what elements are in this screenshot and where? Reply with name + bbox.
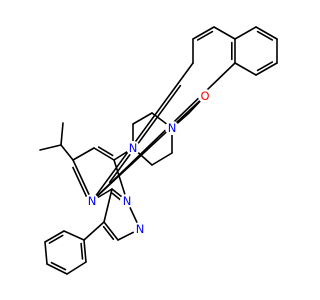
atom-bridgehead-n: N (120, 194, 134, 208)
atom-label-nitrogen-bridgehead: N (123, 194, 132, 208)
bond-n1-n2 (213, 26, 236, 40)
bond-c5-n4-second (72, 166, 88, 197)
bond-ph2-ph3 (66, 261, 87, 275)
atom-label-nitrogen-pyrazole: N (136, 222, 145, 236)
bond-ph5-ph6 (44, 230, 65, 243)
atom-piperazine-n-bottom: N (126, 141, 140, 155)
bond-ph1-ph2 (83, 239, 87, 263)
molecule-canvas: O N N N N N (39, 26, 278, 275)
bond-layer (39, 26, 278, 275)
bond-iCH-iMe1 (39, 144, 62, 151)
bond-c3-c2 (103, 221, 119, 241)
bond-n4-n5 (91, 62, 194, 202)
atom-oxygen: O (198, 89, 212, 103)
bond-n1b-c7 (113, 159, 128, 202)
atom-label-nitrogen-pyrimidine: N (88, 194, 97, 208)
bond-c7-c6-second (97, 146, 114, 157)
bond-n4-o1 (91, 95, 206, 202)
bond-ph3-ph4 (46, 263, 68, 275)
bond-c3a-c3 (103, 188, 113, 223)
atom-pyrazole-n: N (133, 222, 147, 236)
bond-ph3-ph4-second (50, 261, 67, 271)
bond-c7-c6 (93, 147, 115, 161)
bond-n9-n10-second (256, 61, 274, 72)
bond-n7-n8-second (256, 30, 274, 41)
bond-c3-c2-second (102, 225, 115, 241)
bond-pC5-pC6 (132, 112, 153, 125)
atom-label-nitrogen-piperazine-bottom: N (129, 141, 138, 155)
bond-c3-ph1 (83, 221, 105, 241)
bond-ph1-ph2-second (80, 242, 84, 260)
bond-c5-iCH (60, 144, 74, 161)
atom-label-nitrogen-piperazine-top: N (168, 121, 177, 135)
bond-c6-c5 (72, 147, 95, 161)
atom-label-layer: O N N N N N (85, 89, 212, 236)
bond-c5-n4 (72, 159, 93, 202)
bond-n6-n1 (192, 26, 215, 40)
atom-pyrimidine-n: N (85, 194, 99, 208)
bond-n10-n3 (234, 62, 257, 76)
bond-iCH-iMe2 (60, 122, 64, 146)
bond-pC2-pC3 (151, 152, 173, 166)
bond-ph6-ph1 (63, 230, 85, 241)
bond-n4-n5-second (108, 84, 182, 183)
bond-ph4-ph5 (44, 241, 48, 265)
bond-n9-n10 (255, 62, 278, 76)
bond-n2-n7 (234, 26, 257, 40)
bond-ph5-ph6-second (48, 234, 64, 244)
bond-n7-n8 (255, 26, 278, 40)
atom-piperazine-n-top: N (165, 121, 179, 135)
atom-label-oxygen: O (200, 89, 209, 103)
bond-n6-n1-second (196, 30, 214, 41)
molecule-structure: O N N N N N (39, 26, 278, 275)
